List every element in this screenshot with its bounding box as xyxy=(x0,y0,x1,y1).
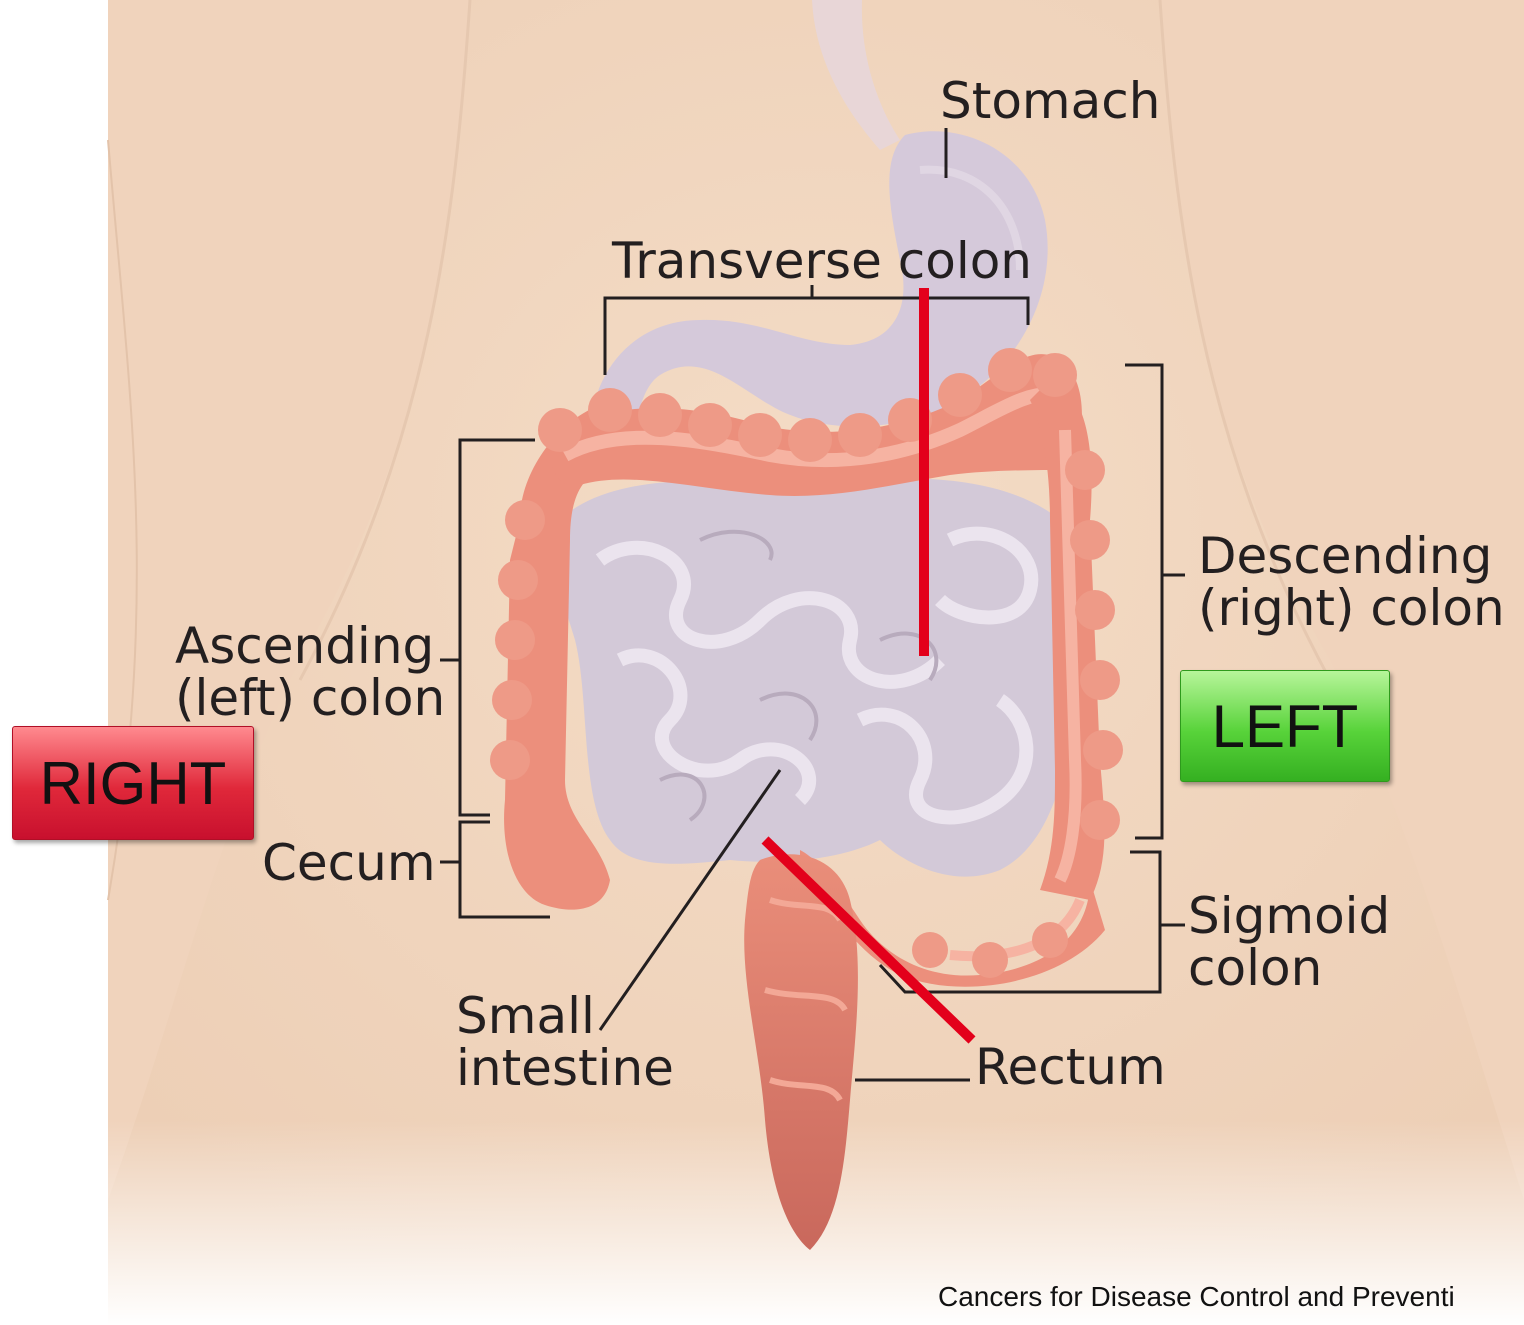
stomach-label: Stomach xyxy=(940,76,1160,126)
sigmoid-colon-label: Sigmoid colon xyxy=(1188,890,1390,994)
transverse-colon-label: Transverse colon xyxy=(612,236,1032,286)
descending-colon-label-line2: (right) colon xyxy=(1198,582,1505,634)
descending-colon-label-line1: Descending xyxy=(1198,530,1505,582)
cecum-label: Cecum xyxy=(262,838,436,888)
ascending-colon-label-line1: Ascending xyxy=(175,620,445,672)
descending-colon-label: Descending (right) colon xyxy=(1198,530,1505,634)
small-intestine-label: Small intestine xyxy=(456,990,674,1094)
ascending-colon-label: Ascending (left) colon xyxy=(175,620,445,724)
small-intestine-label-line2: intestine xyxy=(456,1042,674,1094)
source-credit: Cancers for Disease Control and Preventi xyxy=(938,1281,1455,1313)
ascending-colon-label-line2: (left) colon xyxy=(175,672,445,724)
small-intestine-shape xyxy=(554,479,1088,877)
small-intestine-label-line1: Small xyxy=(456,990,674,1042)
sigmoid-colon-label-line1: Sigmoid xyxy=(1188,890,1390,942)
rectum-label: Rectum xyxy=(975,1042,1166,1092)
right-side-tag: RIGHT xyxy=(12,726,254,840)
left-side-tag: LEFT xyxy=(1180,670,1390,782)
sigmoid-colon-label-line2: colon xyxy=(1188,942,1390,994)
